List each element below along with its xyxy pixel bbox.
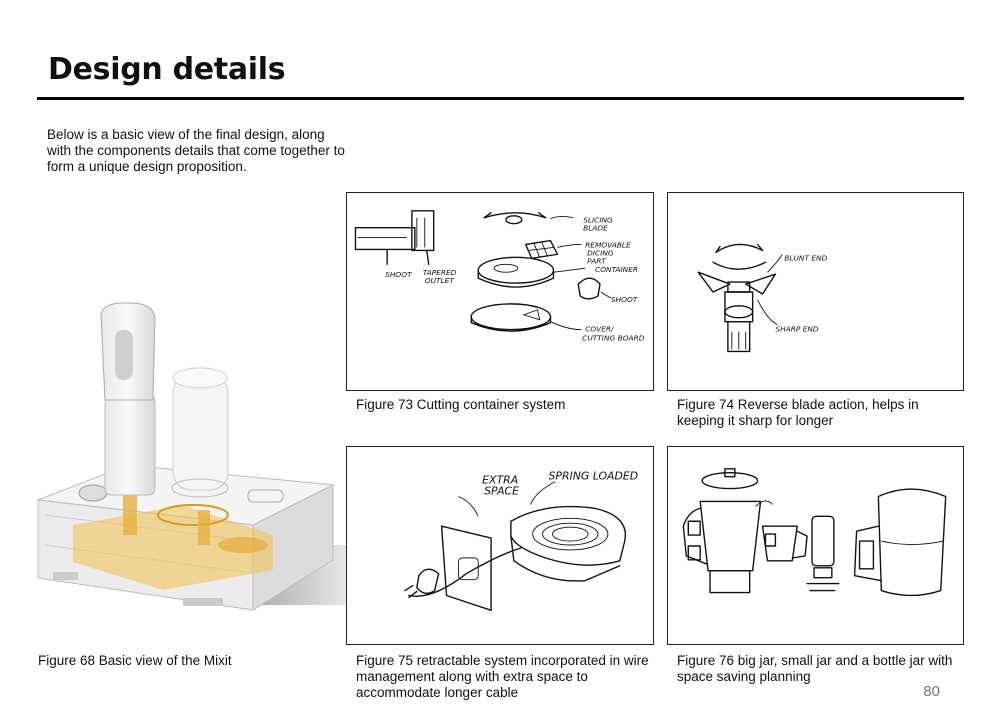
figure-73-caption: Figure 73 Cutting container system bbox=[356, 397, 566, 412]
small-jar-sketch bbox=[761, 525, 808, 562]
dicing-part-sketch bbox=[525, 239, 559, 260]
label-part: PART bbox=[587, 256, 606, 265]
nested-jar-sketch bbox=[853, 488, 947, 597]
label-dicing: DICING bbox=[587, 248, 614, 257]
figure-76-caption: Figure 76 big jar, small jar and a bottl… bbox=[677, 653, 953, 684]
figure-74-panel: BLUNT END SHARP END bbox=[667, 192, 964, 391]
label-cover: COVER/ bbox=[585, 325, 615, 334]
label-removable: REMOVABLE bbox=[585, 240, 631, 249]
label-shoot-left: SHOOT bbox=[385, 270, 412, 279]
label-sharp-end: SHARP END bbox=[775, 325, 819, 334]
label-slicing: SLICING bbox=[583, 216, 613, 225]
title-divider bbox=[37, 97, 964, 100]
label-spring-loaded: SPRING LOADED bbox=[549, 470, 639, 483]
label-extra: EXTRA bbox=[482, 474, 518, 487]
cutting-board-sketch bbox=[470, 303, 552, 332]
label-blade: BLADE bbox=[583, 224, 608, 233]
figure-73-panel: SLICING BLADE REMOVABLE DICING PART CONT… bbox=[346, 192, 654, 391]
shoot-piece-sketch bbox=[577, 277, 601, 300]
cable-reel-sketch bbox=[510, 505, 627, 582]
page-number: 80 bbox=[923, 683, 940, 700]
slicing-blade-sketch bbox=[483, 212, 547, 225]
shoot-sketch bbox=[354, 210, 435, 265]
plug-sketch bbox=[404, 547, 522, 599]
label-outlet: OUTLET bbox=[425, 276, 455, 285]
figure-68-render bbox=[33, 300, 383, 620]
figure-74-caption: Figure 74 Reverse blade action, helps in… bbox=[677, 397, 919, 428]
figure-68-caption: Figure 68 Basic view of the Mixit bbox=[38, 653, 232, 668]
container-sketch bbox=[477, 256, 555, 288]
page-title: Design details bbox=[48, 52, 286, 87]
label-container: CONTAINER bbox=[595, 265, 638, 274]
figure-75-caption: Figure 75 retractable system incorporate… bbox=[356, 653, 649, 700]
blade-assembly-sketch bbox=[697, 243, 777, 353]
label-cutting-board: CUTTING BOARD bbox=[582, 334, 645, 343]
figure-76-panel bbox=[667, 446, 964, 645]
intro-paragraph: Below is a basic view of the final desig… bbox=[47, 127, 345, 174]
wire-cover-sketch bbox=[440, 525, 492, 612]
big-jar-sketch bbox=[682, 468, 762, 594]
bottle-jar-sketch bbox=[806, 515, 840, 592]
label-shoot-right: SHOOT bbox=[611, 295, 638, 304]
label-tapered: TAPERED bbox=[423, 268, 457, 277]
label-blunt-end: BLUNT END bbox=[784, 253, 827, 262]
figure-75-panel: EXTRA SPACE SPRING LOADED bbox=[346, 446, 654, 645]
label-space: SPACE bbox=[484, 485, 519, 498]
